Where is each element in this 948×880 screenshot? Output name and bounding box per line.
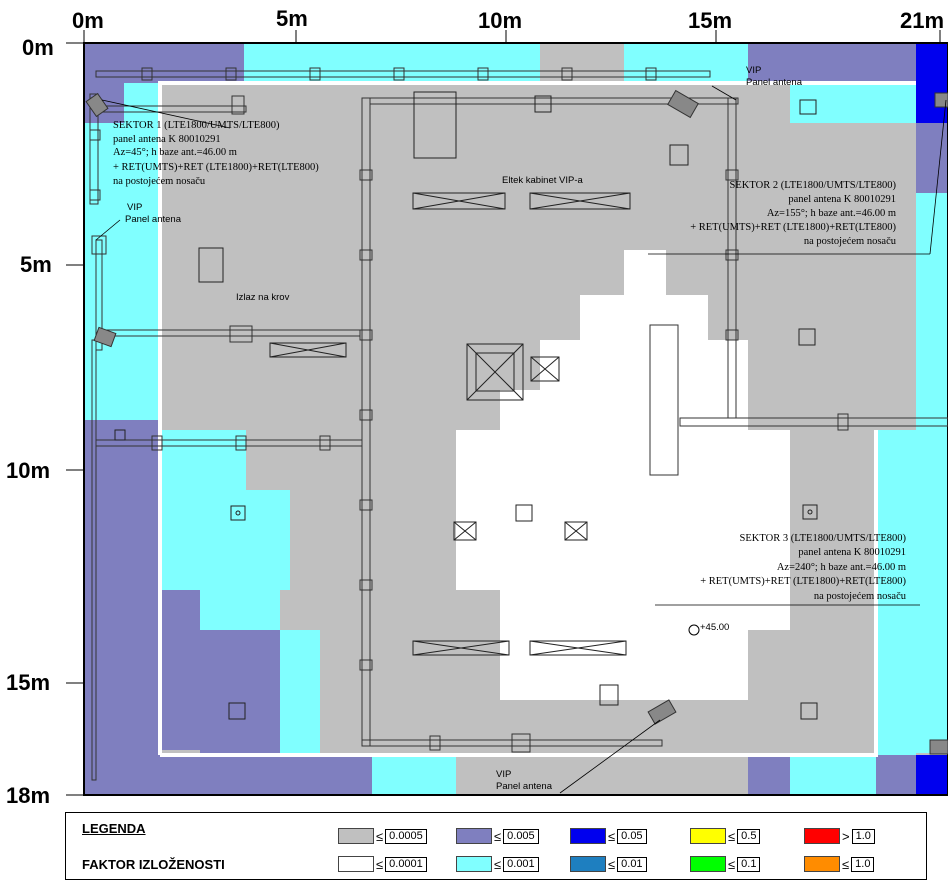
antennas <box>85 89 948 755</box>
vip-top-sub: Panel antena <box>746 77 803 88</box>
legend-swatch <box>570 856 606 872</box>
sector-2-note: SEKTOR 2 (LTE1800/UMTS/LTE800) panel ant… <box>690 180 897 247</box>
x-tick-0: 0m <box>72 8 104 33</box>
y-tick-15: 15m <box>6 670 50 695</box>
x-tick-21: 21m <box>900 8 944 33</box>
annotations: VIP Panel antena VIP Panel antena VIP Pa… <box>113 65 907 792</box>
y-tick-10: 10m <box>6 458 50 483</box>
legend: LEGENDA FAKTOR IZLOŽENOSTI ≤ 0.0005 ≤ 0.… <box>65 812 927 880</box>
svg-text:+ RET(UMTS)+RET (LTE1800)+RET(: + RET(UMTS)+RET (LTE1800)+RET(LTE800) <box>690 222 896 233</box>
svg-text:na postojećem nosaču: na postojećem nosaču <box>804 236 897 247</box>
svg-text:panel antena K 80010291: panel antena K 80010291 <box>788 194 896 205</box>
elevation-marker <box>688 624 700 636</box>
svg-text:na postojećem nosaču: na postojećem nosaču <box>814 591 907 602</box>
legend-item-purple: ≤ 0.005 <box>456 827 539 845</box>
tray-joints <box>89 67 849 753</box>
legend-swatch <box>804 828 840 844</box>
vip-left-label: VIP <box>127 202 142 213</box>
vip-bottom-label: VIP <box>496 769 511 780</box>
y-tick-0: 0m <box>22 35 54 60</box>
roof-objects <box>114 91 818 720</box>
cabinet-label: Eltek kabinet VIP-a <box>502 175 584 186</box>
legend-swatch <box>338 856 374 872</box>
legend-swatch <box>338 828 374 844</box>
legend-item-white: ≤ 0.0001 <box>338 855 427 873</box>
legend-item-red: > 1.0 <box>804 827 875 845</box>
svg-text:SEKTOR 2 (LTE1800/UMTS/LTE800): SEKTOR 2 (LTE1800/UMTS/LTE800) <box>730 180 897 191</box>
x-tick-10: 10m <box>478 8 522 33</box>
axes: 0m 5m 10m 15m 21m 0m 5m 10m 15m 18m <box>6 6 948 808</box>
legend-swatch <box>690 828 726 844</box>
x-tick-5: 5m <box>276 6 308 31</box>
legend-swatch <box>570 828 606 844</box>
y-tick-5: 5m <box>20 252 52 277</box>
sector-3-note: SEKTOR 3 (LTE1800/UMTS/LTE800) panel ant… <box>700 533 907 602</box>
legend-swatch <box>690 856 726 872</box>
vip-top-label: VIP <box>746 65 761 76</box>
legend-item-yellow: ≤ 0.5 <box>690 827 761 845</box>
legend-title: LEGENDA <box>82 821 146 836</box>
legend-swatch <box>804 856 840 872</box>
legend-subtitle: FAKTOR IZLOŽENOSTI <box>82 857 225 872</box>
x-tick-15: 15m <box>688 8 732 33</box>
legend-swatch <box>456 828 492 844</box>
elevation-label: +45.00 <box>700 622 729 633</box>
svg-text:+ RET(UMTS)+RET (LTE1800)+RET(: + RET(UMTS)+RET (LTE1800)+RET(LTE800) <box>700 576 906 587</box>
leader-lines <box>95 85 947 794</box>
legend-item-green: ≤ 0.1 <box>690 855 761 873</box>
svg-text:Az=240°; h baze ant.=46.00 m: Az=240°; h baze ant.=46.00 m <box>777 562 906 573</box>
legend-item-blue: ≤ 0.05 <box>570 827 647 845</box>
svg-text:SEKTOR 3 (LTE1800/UMTS/LTE800): SEKTOR 3 (LTE1800/UMTS/LTE800) <box>740 533 907 544</box>
svg-text:panel antena K 80010291: panel antena K 80010291 <box>113 134 221 145</box>
y-tick-18: 18m <box>6 783 50 808</box>
legend-item-orange: ≤ 1.0 <box>804 855 875 873</box>
vip-left-sub: Panel antena <box>125 214 182 225</box>
svg-text:Az=45°; h baze ant.=46.00 m: Az=45°; h baze ant.=46.00 m <box>113 147 237 158</box>
sector-1-note: SEKTOR 1 (LTE1800/UMTS/LTE800) panel ant… <box>113 120 319 187</box>
legend-item-cyan: ≤ 0.001 <box>456 855 539 873</box>
svg-text:+ RET(UMTS)+RET (LTE1800)+RET(: + RET(UMTS)+RET (LTE1800)+RET(LTE800) <box>113 162 319 173</box>
vip-bottom-sub: Panel antena <box>496 781 553 792</box>
roof-exit-label: Izlaz na krov <box>236 292 290 303</box>
legend-item-steelblue: ≤ 0.01 <box>570 855 647 873</box>
svg-text:panel antena K 80010291: panel antena K 80010291 <box>798 547 906 558</box>
svg-text:na postojećem nosaču: na postojećem nosaču <box>113 176 206 187</box>
svg-text:Az=155°; h baze ant.=46.00 m: Az=155°; h baze ant.=46.00 m <box>767 208 896 219</box>
legend-swatch <box>456 856 492 872</box>
exposure-zones <box>84 43 948 795</box>
legend-item-gray: ≤ 0.0005 <box>338 827 427 845</box>
svg-text:SEKTOR 1 (LTE1800/UMTS/LTE800): SEKTOR 1 (LTE1800/UMTS/LTE800) <box>113 120 280 131</box>
